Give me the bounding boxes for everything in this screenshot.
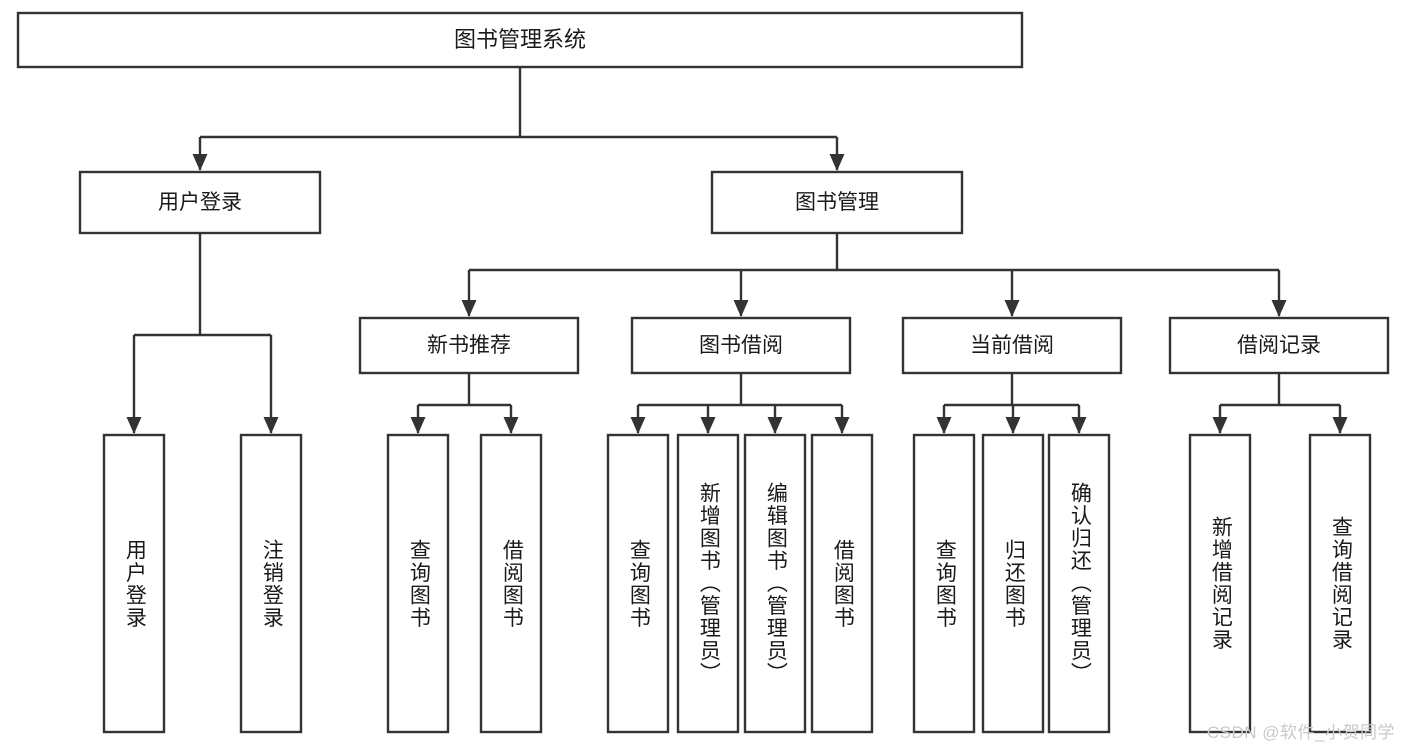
arrow-head-icon-当前借阅-0 xyxy=(936,417,952,434)
leaf-node-11-新增借阅记录-rect[interactable] xyxy=(1188,433,1252,734)
arrow-head-icon-用户登录-1 xyxy=(263,417,279,434)
leaf-node-10-确认归还管理员[interactable] xyxy=(1047,433,1111,734)
level2-node-1-图书管理-rect[interactable] xyxy=(710,170,964,235)
arrow-head-icon-root-1 xyxy=(829,154,845,171)
level3-node-1-图书借阅-label: 图书借阅 xyxy=(699,334,783,357)
leaf-node-9-归还图书[interactable] xyxy=(981,433,1045,734)
level2-node-0-用户登录-label: 用户登录 xyxy=(158,191,242,214)
level3-node-1-图书借阅-rect[interactable] xyxy=(630,316,852,375)
arrow-head-icon-图书借阅-0 xyxy=(630,417,646,434)
leaf-node-7-借阅图书-rect[interactable] xyxy=(810,433,874,734)
level3-node-3-借阅记录-label: 借阅记录 xyxy=(1237,334,1321,357)
leaf-node-6-编辑图书管理员[interactable] xyxy=(743,433,807,734)
arrow-head-icon-mgr-0 xyxy=(461,300,477,317)
leaf-node-4-查询图书[interactable] xyxy=(606,433,670,734)
root-node-title[interactable]: 图书管理系统 xyxy=(16,11,1024,69)
watermark-text: CSDN @软件_小贺同学 xyxy=(1206,723,1395,742)
arrow-head-icon-图书借阅-3 xyxy=(834,417,850,434)
arrow-head-icon-借阅记录-0 xyxy=(1212,417,1228,434)
leaf-node-7-借阅图书[interactable] xyxy=(810,433,874,734)
leaf-node-0-用户登录[interactable] xyxy=(102,433,166,734)
connector-layer xyxy=(126,67,1348,434)
arrow-head-icon-新书推荐-1 xyxy=(503,417,519,434)
leaf-node-6-编辑图书管理员-rect[interactable] xyxy=(743,433,807,734)
root-node-title-rect[interactable] xyxy=(16,11,1024,69)
leaf-node-12-查询借阅记录-rect[interactable] xyxy=(1308,433,1372,734)
arrow-head-icon-用户登录-0 xyxy=(126,417,142,434)
level3-node-0-新书推荐-label: 新书推荐 xyxy=(427,334,511,357)
level2-node-1-图书管理-label: 图书管理 xyxy=(795,191,879,214)
arrow-head-icon-当前借阅-2 xyxy=(1071,417,1087,434)
root-node-title-label: 图书管理系统 xyxy=(454,27,586,52)
leaf-node-12-查询借阅记录[interactable] xyxy=(1308,433,1372,734)
level3-node-2-当前借阅[interactable]: 当前借阅 xyxy=(901,316,1123,375)
level3-node-2-当前借阅-rect[interactable] xyxy=(901,316,1123,375)
arrow-head-icon-mgr-1 xyxy=(733,300,749,317)
level3-node-2-当前借阅-label: 当前借阅 xyxy=(970,334,1054,357)
level3-node-3-借阅记录-rect[interactable] xyxy=(1168,316,1390,375)
leaf-node-0-用户登录-rect[interactable] xyxy=(102,433,166,734)
leaf-node-8-查询图书-rect[interactable] xyxy=(912,433,976,734)
leaf-node-11-新增借阅记录[interactable] xyxy=(1188,433,1252,734)
level2-node-0-用户登录-rect[interactable] xyxy=(78,170,322,235)
leaf-node-5-新增图书管理员-rect[interactable] xyxy=(676,433,740,734)
arrow-head-icon-mgr-2 xyxy=(1004,300,1020,317)
level3-node-1-图书借阅[interactable]: 图书借阅 xyxy=(630,316,852,375)
arrow-head-icon-root-0 xyxy=(192,154,208,171)
leaf-node-1-注销登录[interactable] xyxy=(239,433,303,734)
leaf-node-10-确认归还管理员-rect[interactable] xyxy=(1047,433,1111,734)
arrow-head-icon-借阅记录-1 xyxy=(1332,417,1348,434)
leaf-node-8-查询图书[interactable] xyxy=(912,433,976,734)
level3-node-3-借阅记录[interactable]: 借阅记录 xyxy=(1168,316,1390,375)
level2-node-0-用户登录[interactable]: 用户登录 xyxy=(78,170,322,235)
arrow-head-icon-当前借阅-1 xyxy=(1005,417,1021,434)
level3-node-0-新书推荐[interactable]: 新书推荐 xyxy=(358,316,580,375)
leaf-node-1-注销登录-rect[interactable] xyxy=(239,433,303,734)
level2-node-1-图书管理[interactable]: 图书管理 xyxy=(710,170,964,235)
arrow-head-icon-图书借阅-1 xyxy=(700,417,716,434)
leaf-node-4-查询图书-rect[interactable] xyxy=(606,433,670,734)
arrow-head-icon-图书借阅-2 xyxy=(767,417,783,434)
arrow-head-icon-新书推荐-0 xyxy=(410,417,426,434)
leaf-node-2-查询图书-rect[interactable] xyxy=(386,433,450,734)
arrow-head-icon-mgr-3 xyxy=(1271,300,1287,317)
leaf-node-5-新增图书管理员[interactable] xyxy=(676,433,740,734)
leaf-node-3-借阅图书[interactable] xyxy=(479,433,543,734)
leaf-node-3-借阅图书-rect[interactable] xyxy=(479,433,543,734)
leaf-node-9-归还图书-rect[interactable] xyxy=(981,433,1045,734)
leaf-node-2-查询图书[interactable] xyxy=(386,433,450,734)
level3-node-0-新书推荐-rect[interactable] xyxy=(358,316,580,375)
